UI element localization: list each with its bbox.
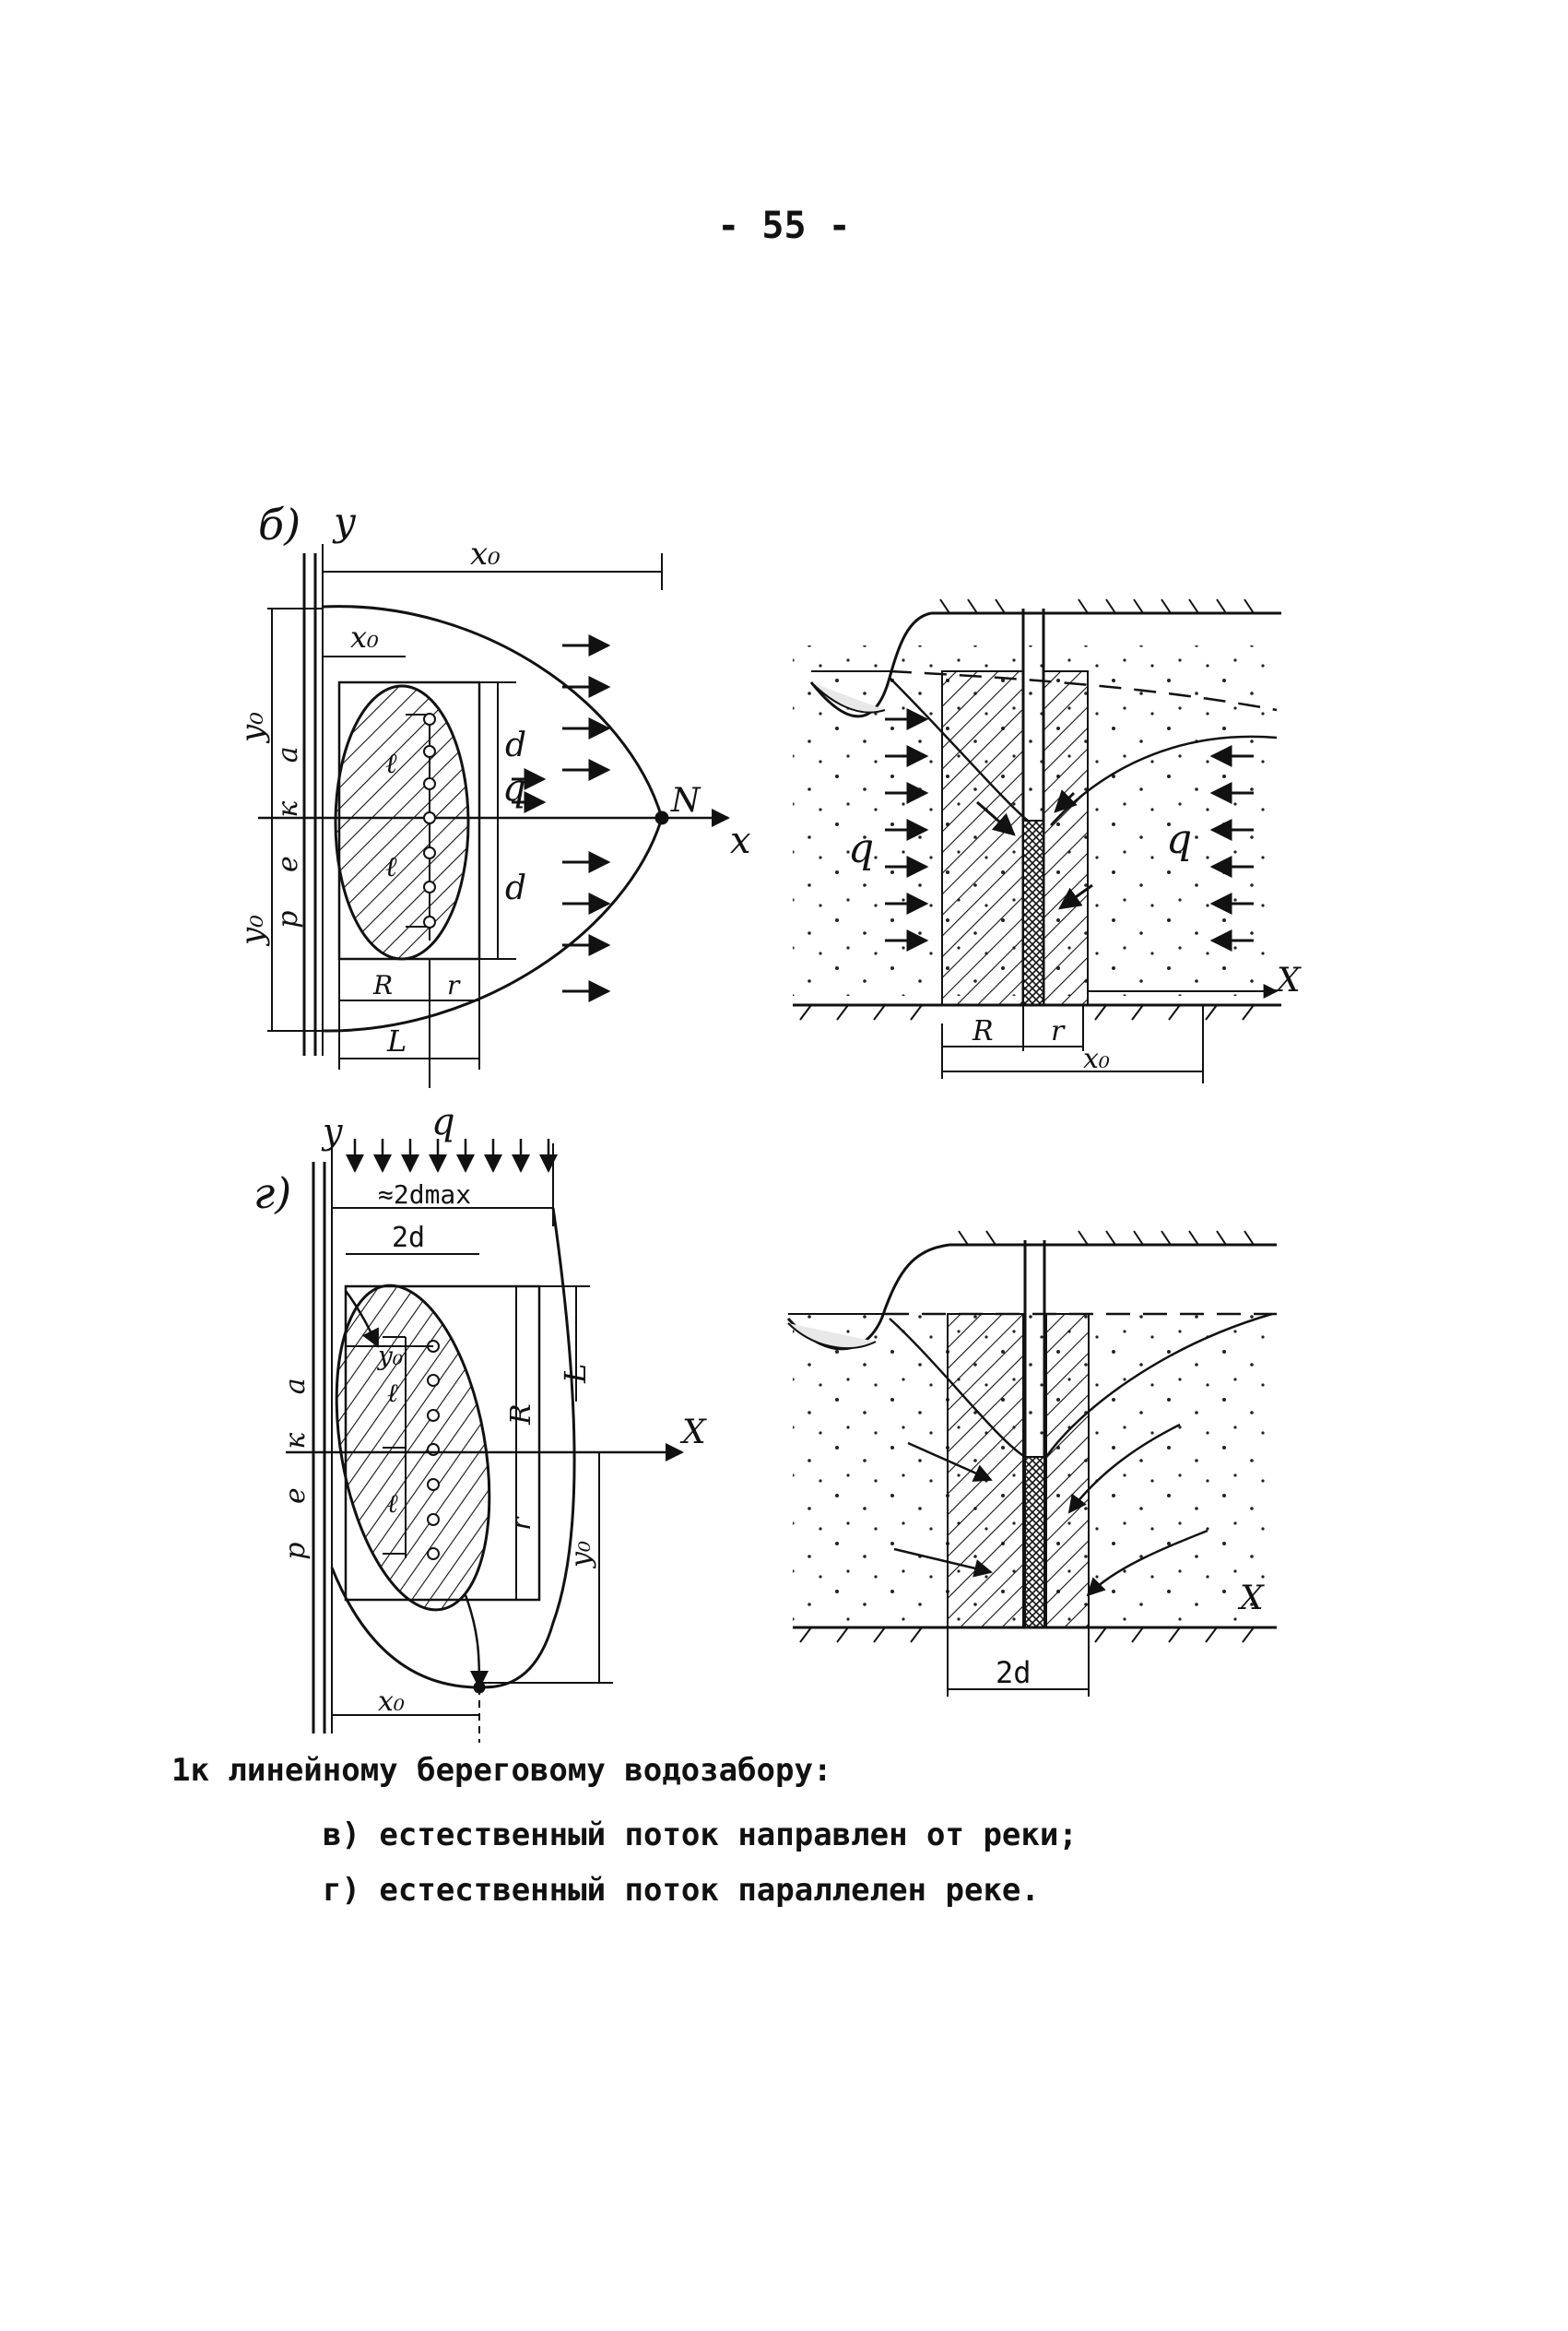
panel-g-dim-xb: x₀ [378, 1686, 405, 1718]
panel-g-dim-2dmax: ≈2dmax [378, 1179, 471, 1210]
panel-g-dim-r: r [505, 1516, 537, 1531]
panel-v-d-upper: d [505, 727, 526, 764]
section-v-flow-right: q [1166, 816, 1192, 863]
section-v-dim-r: r [1051, 1015, 1066, 1047]
section-g-labels: X 2d [996, 1580, 1265, 1690]
panel-v-dim-r: r [447, 970, 461, 1000]
panel-g-l-upper: ℓ [387, 1378, 398, 1408]
section-v-dim-x: x₀ [1083, 1043, 1110, 1075]
panel-v-flow: q [502, 767, 526, 810]
panel-v-point: N [670, 782, 701, 820]
panel-v-labels: б) y x₀ x₀ y₀ y₀ р е к а d d q N x R r L… [234, 499, 751, 1059]
section-v [793, 598, 1281, 1083]
panel-g-dim-yo: y₀ [376, 1341, 403, 1371]
section-g-axis-x: X [1237, 1580, 1265, 1617]
panel-v-l-lower: ℓ [385, 851, 397, 883]
panel-v-dim-R: R [372, 970, 393, 1000]
panel-g-marker: г) [253, 1168, 291, 1218]
panel-v-dim-y-lower: y₀ [234, 915, 271, 947]
section-v-axis-x: X [1274, 962, 1302, 1000]
panel-v-river: р е к а [272, 731, 304, 928]
caption-line-2: в) естественный поток направлен от реки; [323, 1816, 1078, 1853]
section-v-flow-left: q [848, 825, 874, 872]
page-number: - 55 - [717, 205, 851, 247]
section-g [786, 1230, 1277, 1697]
section-v-labels: q q X R r x₀ [848, 816, 1302, 1075]
panel-g-dim-R: R [505, 1403, 537, 1426]
panel-v-axis-y: y [332, 499, 357, 544]
panel-g-flow: q [431, 1101, 455, 1143]
panel-g-dim-yb: y₀ [565, 1541, 597, 1569]
panel-g-river: р е к а [279, 1363, 312, 1559]
caption-line-3: г) естественный поток параллелен реке. [323, 1872, 1040, 1909]
panel-g-labels: г) y q ≈2dmax 2d y₀ р е к а X R L r y₀ x… [253, 1101, 707, 1718]
panel-g-dim-L: L [558, 1364, 593, 1384]
panel-v-d-lower: d [505, 870, 526, 907]
caption-line-1: 1к линейному береговому водозабору: [171, 1752, 832, 1789]
panel-v-plan [258, 544, 730, 1088]
panel-v-marker: б) [258, 500, 301, 550]
panel-v-l-upper: ℓ [385, 748, 397, 780]
section-g-dim-2d: 2d [996, 1655, 1032, 1690]
panel-g-axis-y: y [321, 1111, 343, 1152]
panel-g-dim-2d: 2d [392, 1222, 425, 1254]
panel-v-dim-y-upper: y₀ [234, 712, 271, 744]
panel-g-plan [286, 1139, 684, 1743]
panel-g-axis-x: X [679, 1414, 707, 1451]
panel-v-axis-x: x [730, 820, 751, 862]
panel-v-dim-xo: x₀ [350, 620, 379, 655]
panel-g-l-lower: ℓ [387, 1488, 398, 1519]
panel-v-dim-L: L [386, 1024, 407, 1059]
section-v-dim-R: R [972, 1015, 994, 1047]
panel-v-dim-top: x₀ [470, 536, 501, 573]
